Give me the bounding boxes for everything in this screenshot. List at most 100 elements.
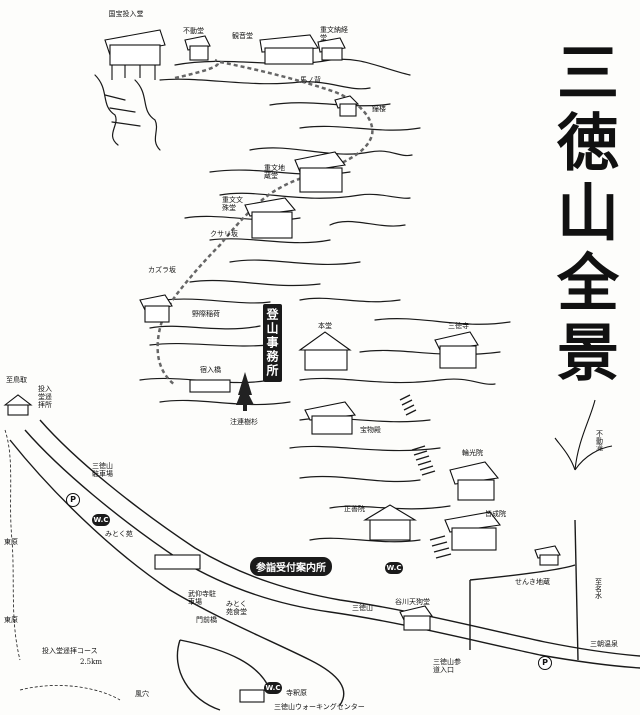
hondo-building (298, 331, 352, 371)
label-hondo: 本堂 (318, 322, 332, 330)
side-road (574, 519, 579, 661)
contour-line (359, 349, 501, 356)
contour-line (159, 399, 291, 406)
label-mitoku-parking: 三徳山駐車場 (92, 462, 113, 478)
fudo-taki-tree (554, 399, 613, 471)
label-nageire-do: 国宝投入堂 (108, 10, 144, 18)
fudo-do-building (184, 35, 211, 61)
contour-line (229, 259, 361, 265)
tanigawa-building (399, 605, 433, 631)
label-fudo-taki: 不動滝 (595, 430, 604, 451)
map-title: 三徳山全景 (546, 40, 619, 390)
label-senkichi-jizo: せんき地蔵 (515, 578, 550, 586)
contour-line (189, 279, 321, 287)
label-nogiri-inari: 野際稲荷 (192, 310, 220, 318)
shoro-building (334, 95, 360, 117)
jizo-do-building (294, 151, 347, 193)
stairs (399, 394, 417, 416)
kannon-do-building (259, 34, 319, 65)
cliff (104, 94, 141, 127)
contour-line (299, 125, 421, 131)
contour-line (299, 475, 421, 483)
small-shrine (534, 545, 561, 566)
parking-symbol: P (538, 656, 552, 670)
wc-symbol: W.C (385, 562, 403, 574)
mountain-office-badge: 登山事務所 (263, 304, 282, 382)
footpath (4, 429, 21, 661)
label-uma-no-se: 馬ノ背 (300, 76, 321, 84)
label-takeuchi-parking: 武仰寺駐車場 (188, 590, 216, 606)
contour-line (329, 220, 406, 227)
contour-line (164, 298, 271, 304)
contour-line (149, 342, 281, 347)
parking-symbol: P (66, 493, 80, 507)
contour-line (269, 102, 391, 107)
monju-do-building (244, 197, 297, 239)
cliff (94, 74, 119, 146)
label-jizo-do: 重文地蔵堂 (264, 164, 285, 180)
label-distance-marker: 至名水 (594, 578, 603, 599)
label-sanbutsuji: 三徳寺 (448, 322, 469, 330)
stairs (411, 445, 436, 476)
contour-line (309, 537, 421, 543)
contour-line (174, 58, 411, 76)
label-course-length: 2.5km (80, 658, 103, 666)
label-rinkoin: 輪光院 (462, 449, 483, 457)
rinkoin-building (449, 461, 500, 501)
nokyo-do-building (317, 37, 346, 61)
reception-badge: 参詣受付案内所 (250, 557, 332, 576)
label-monju-do: 重文文殊堂 (222, 196, 243, 212)
contour-line (249, 147, 413, 157)
label-fudo-do: 不動堂 (183, 27, 204, 35)
label-wind: 風穴 (135, 690, 149, 698)
side-road (469, 564, 576, 650)
label-tottori: 至鳥取 (6, 376, 27, 384)
label-kannon-do: 観音堂 (232, 32, 253, 40)
label-mitoku-onsen: 三朝温泉 (590, 640, 618, 648)
label-kusari-zaka: クサリ坂 (210, 230, 238, 238)
label-mitoku-shop: みとく苑食堂 (226, 600, 247, 616)
contour-line (289, 445, 441, 452)
label-tomoe-bashi: 宿入橋 (200, 366, 221, 374)
label-sacred-tree: 注連樹杉 (230, 418, 258, 426)
label-east-hara: 東原 (4, 538, 18, 546)
stairs (429, 535, 452, 559)
shojoin-building (363, 504, 417, 541)
contour-line (209, 238, 331, 244)
contour-line (219, 192, 411, 199)
label-mitoku-yama: 三徳山 (352, 604, 373, 612)
nogiri-inari-building (139, 294, 173, 323)
nageire-yohai-building (3, 394, 33, 416)
label-shoro: 鐘楼 (372, 105, 386, 113)
contour-line (299, 377, 496, 385)
label-mitoku-kan: みとく苑 (105, 530, 133, 538)
wc-symbol: W.C (92, 514, 110, 526)
footpath (19, 685, 121, 701)
label-gomon: 門前橋 (196, 616, 217, 624)
kogei-in-building (444, 511, 502, 551)
walking-center-building (239, 689, 265, 703)
sacred-tree (236, 372, 254, 411)
contour-line (329, 505, 451, 510)
homotsuden-building (304, 401, 357, 435)
contour-line (159, 78, 371, 90)
label-homotsuden: 宝物殿 (360, 426, 381, 434)
label-tanigawa: 谷川天狗堂 (395, 598, 430, 606)
contour-line (149, 325, 261, 330)
label-nokyo-do: 重文納経堂 (320, 26, 348, 42)
sanbutsuji-building (434, 331, 479, 369)
nageire-do-building (104, 29, 166, 80)
contour-line (374, 318, 511, 325)
label-sanbutsu-entrance: 三徳山参道入口 (433, 658, 461, 674)
tomoe-bashi (189, 379, 231, 393)
parking-lot (154, 554, 201, 570)
label-kazura-zaka: カズラ坂 (148, 266, 176, 274)
contour-line (299, 297, 401, 303)
main-road (24, 429, 640, 669)
label-west-hara: 東原 (4, 616, 18, 624)
label-nageire-course: 投入堂遥拝コース (42, 647, 98, 655)
cliff (134, 79, 161, 151)
label-shojoin: 正善院 (344, 505, 365, 513)
